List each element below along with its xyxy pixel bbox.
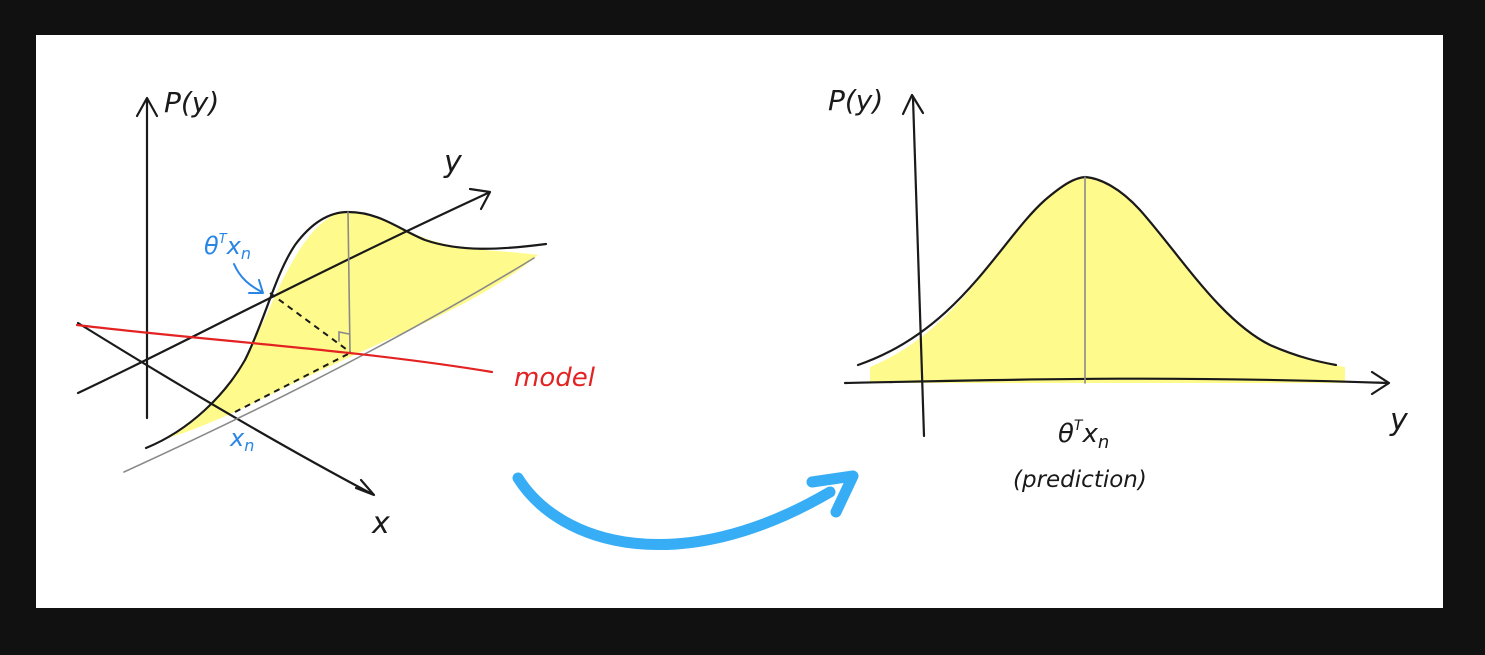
left-xn-sub: n <box>244 436 254 455</box>
prediction-label: (prediction) <box>1013 467 1147 493</box>
left-density-baseline <box>123 257 535 473</box>
left-x-axis <box>76 321 374 496</box>
right-py-axis <box>911 96 926 438</box>
left-3d-sketch <box>75 96 548 497</box>
right-theta-x: x <box>1081 419 1098 449</box>
left-theta-n: n <box>241 244 251 263</box>
left-theta-pointer-arrowhead <box>248 279 264 294</box>
right-theta-base: θ <box>1058 419 1074 449</box>
left-theta-base: θ <box>204 232 219 260</box>
left-theta-pointer-arrow <box>233 263 263 293</box>
left-py-axis-arrowhead <box>135 96 159 118</box>
left-y-label: y <box>443 145 463 180</box>
transition-arrow <box>512 470 859 550</box>
right-theta-label: θTxn <box>1058 418 1109 453</box>
right-gaussian-fill <box>870 177 1345 383</box>
left-model-line <box>75 323 494 374</box>
left-density-curve <box>144 210 548 450</box>
left-density-fill <box>168 211 538 438</box>
left-xn-label: xn <box>229 424 254 455</box>
left-py-label: P(y) <box>164 86 219 119</box>
left-peak-line <box>347 211 351 353</box>
right-gaussian-plot <box>843 93 1391 438</box>
left-dashed-projection <box>269 292 351 353</box>
left-y-axis-arrowhead <box>468 187 492 211</box>
left-x-label: x <box>371 506 390 541</box>
right-theta-n: n <box>1098 432 1109 453</box>
right-gaussian-curve <box>856 175 1338 367</box>
left-theta-superscript: T <box>219 232 228 247</box>
right-py-label: P(y) <box>828 84 883 117</box>
right-y-label: y <box>1389 403 1409 438</box>
right-theta-superscript: T <box>1074 418 1084 434</box>
left-xn-base: x <box>229 424 245 452</box>
left-theta-x: x <box>226 232 242 260</box>
left-x-axis-arrowhead <box>354 478 376 497</box>
left-theta-label: θTxn <box>204 232 251 263</box>
right-py-axis-arrowhead <box>901 93 925 116</box>
left-right-angle-marker <box>338 331 350 342</box>
right-y-axis-arrowhead <box>1370 370 1391 396</box>
model-label: model <box>514 363 596 393</box>
left-y-axis <box>76 191 490 395</box>
